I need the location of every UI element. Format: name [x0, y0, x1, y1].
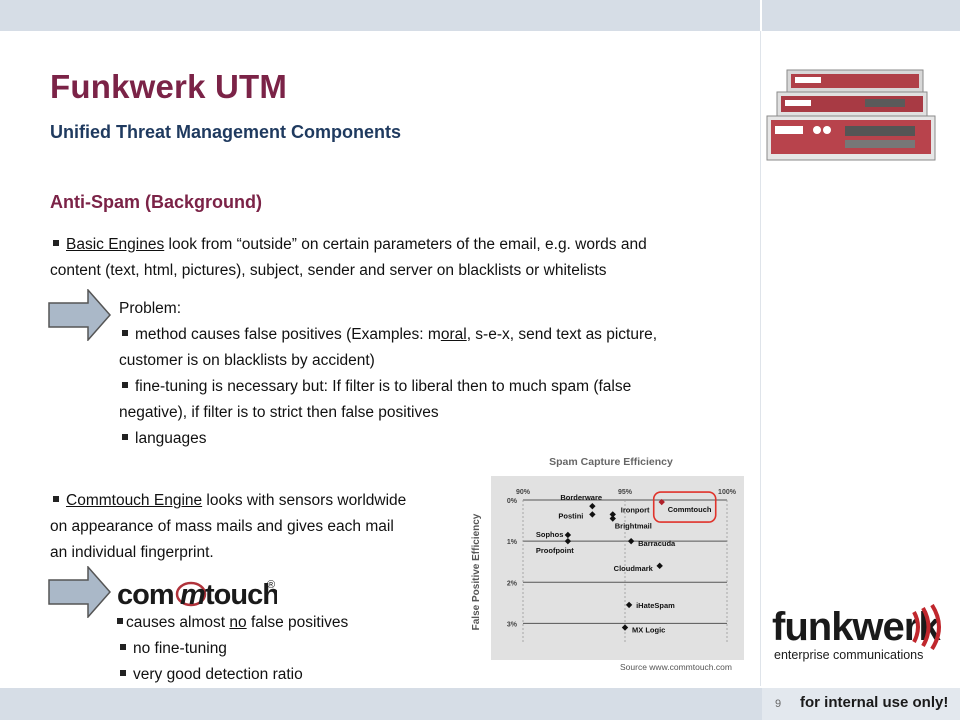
spam-efficiency-chart: False Positive Efficiency 0% 1% 2% 3% 90% 95%…: [471, 489, 737, 644]
signal-waves-icon: [912, 604, 941, 650]
problem-b1-underlined: oral: [440, 326, 467, 343]
arrow-right-icon: [48, 289, 111, 341]
problem-bullet-2-line-2: negative), if filter is to strict then f…: [119, 404, 439, 421]
problem-bullet-2: fine-tuning is necessary but: If filter …: [119, 374, 749, 400]
svg-text:com: com: [117, 579, 174, 610]
benefit-3: very good detection ratio: [117, 662, 457, 688]
chart-y-tick-label: 0%: [507, 498, 518, 505]
problem-b1-text: method causes false positives (Examples:…: [135, 326, 441, 343]
svg-text:®: ®: [267, 579, 275, 591]
benefit-3-text: very good detection ratio: [133, 666, 303, 683]
slide-subtitle: Unified Threat Management Components: [50, 122, 402, 142]
appliance-product-image: [766, 69, 936, 161]
chart-point: [625, 601, 633, 609]
top-bar: [0, 0, 760, 31]
chart-grid: 0% 1% 2% 3% 90% 95% 100%: [507, 489, 737, 644]
bullet-square-icon: [122, 382, 128, 389]
benefit-1-rest: false positives: [246, 614, 349, 631]
commtouch-engine-label: Commtouch Engine: [66, 492, 203, 509]
arrow-right-icon: [48, 566, 111, 618]
chart-x-tick-label: 90%: [516, 489, 531, 496]
chart-panel: [491, 476, 744, 660]
chart-source: Source www.commtouch.com: [620, 662, 732, 672]
chart-point: [564, 531, 572, 539]
bullet-square-icon: [120, 644, 126, 651]
problem-bullet-1-line-2: customer is on blacklists by accident): [119, 352, 375, 369]
funkwerk-logo: funkwerk: [772, 605, 941, 649]
problem-b2-text: fine-tuning is necessary but: If filter …: [135, 378, 632, 395]
basic-engines-line-1: Basic Engines look from “outside” on cer…: [50, 232, 750, 258]
chart-point-label: iHateSpam: [636, 601, 675, 610]
chart-point-label: Commtouch: [668, 505, 712, 514]
chart-point: [609, 515, 616, 522]
chart-point: [589, 502, 596, 510]
bullet-square-icon: [122, 330, 128, 337]
chart-y-tick-label: 1%: [507, 539, 518, 546]
chart-point-label: Proofpoint: [536, 546, 574, 555]
svg-text:touch: touch: [205, 579, 277, 610]
basic-engines-paragraph: Basic Engines look from “outside” on cer…: [50, 232, 750, 284]
section-heading: Anti-Spam (Background): [50, 192, 263, 212]
problem-b1-rest: , s-e-x, send text as picture,: [466, 326, 658, 343]
problem-bullet-1: method causes false positives (Examples:…: [119, 322, 749, 348]
commtouch-text-3: an individual fingerprint.: [50, 544, 214, 561]
bullet-square-icon: [53, 496, 59, 503]
commtouch-text-2: on appearance of mass mails and gives ea…: [50, 518, 394, 535]
chart-highlight-outline: [652, 491, 717, 523]
top-bar-right: [762, 0, 960, 31]
benefit-1: causes almost no false positives: [117, 610, 457, 636]
benefit-2-text: no fine-tuning: [133, 640, 227, 657]
bullet-square-icon: [117, 618, 123, 625]
problem-heading: Problem:: [119, 300, 182, 317]
commtouch-benefits: causes almost no false positives no fine…: [117, 610, 457, 688]
chart-x-tick-label: 100%: [718, 489, 737, 496]
chart-point: [589, 511, 596, 518]
bottom-bar-right: [762, 688, 960, 720]
chart-point-label: MX Logic: [632, 626, 665, 635]
svg-text:m: m: [180, 579, 206, 610]
problem-block: Problem: method causes false positives (…: [119, 296, 749, 452]
commtouch-line-1: Commtouch Engine looks with sensors worl…: [50, 488, 470, 514]
benefit-2: no fine-tuning: [117, 636, 457, 662]
slide-title: Funkwerk UTM: [50, 68, 288, 105]
chart-point: [621, 624, 629, 631]
funkwerk-tagline: enterprise communications: [774, 648, 924, 662]
chart-point: [627, 537, 635, 545]
basic-engines-text-2: content (text, html, pictures), subject,…: [50, 262, 607, 279]
chart-point: [658, 498, 665, 506]
bullet-square-icon: [53, 240, 59, 247]
basic-engines-text-1: look from “outside” on certain parameter…: [164, 236, 647, 253]
chart-point-label: Cloudmark: [614, 564, 654, 573]
benefit-1-text: causes almost: [126, 614, 230, 631]
commtouch-logo: com m touch ®: [117, 579, 277, 610]
commtouch-text-1: looks with sensors worldwide: [202, 492, 407, 509]
chart-point-label: Borderware: [560, 493, 602, 502]
chart-point: [656, 562, 663, 570]
problem-bullet-3: languages: [119, 426, 749, 452]
benefit-1-underlined: no: [229, 614, 247, 631]
internal-use-note: for internal use only!: [800, 694, 949, 711]
chart-point: [609, 511, 616, 518]
chart-point-label: Ironport: [621, 505, 650, 514]
bullet-square-icon: [120, 670, 126, 677]
commtouch-paragraph: Commtouch Engine looks with sensors worl…: [50, 488, 470, 566]
bullet-square-icon: [122, 434, 128, 441]
chart-x-tick-label: 95%: [618, 489, 633, 496]
chart-point-label: Postini: [558, 511, 583, 520]
chart-point-label: Barracuda: [638, 539, 676, 548]
chart-y-tick-label: 2%: [507, 580, 518, 587]
chart-title: Spam Capture Efficiency: [549, 456, 673, 468]
chart-point: [564, 537, 572, 545]
chart-point-label: Sophos: [536, 530, 564, 539]
chart-point-label: Brightmail: [615, 522, 652, 531]
chart-y-tick-label: 3%: [507, 621, 518, 628]
basic-engines-label: Basic Engines: [66, 236, 165, 253]
chart-y-label: False Positive Efficiency: [471, 513, 482, 630]
page-number: 9: [775, 698, 782, 710]
problem-b3-text: languages: [135, 430, 207, 447]
